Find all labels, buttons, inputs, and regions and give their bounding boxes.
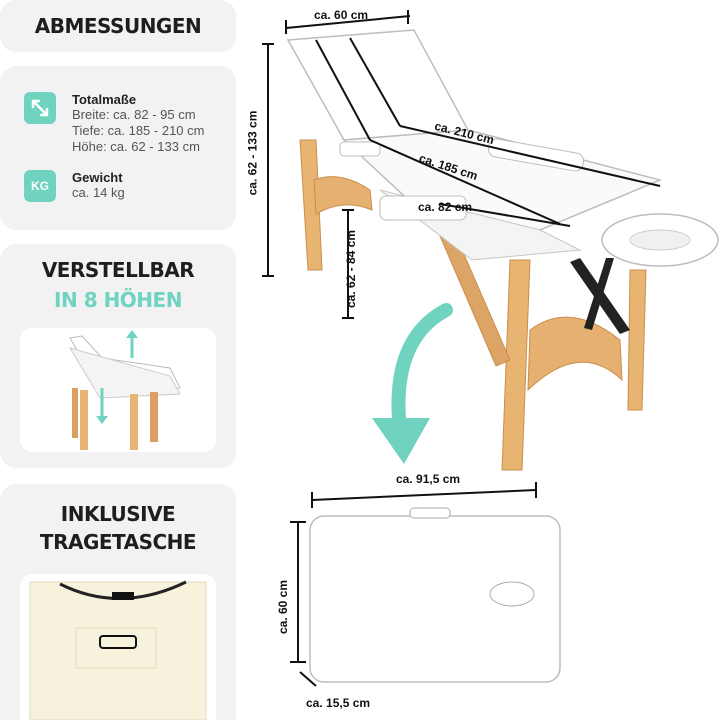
carry-bag-image <box>29 580 207 720</box>
adjustable-thumbnail <box>20 328 216 452</box>
total-title: Totalmaße <box>72 92 137 107</box>
weight-specs: Gewicht ca. 14 kg <box>72 170 125 201</box>
dim-width-arms: ca. 82 cm <box>418 200 473 214</box>
dim-folded-width: ca. 91,5 cm <box>396 472 461 486</box>
diagonal-arrow-icon <box>24 92 56 124</box>
weight-icon-label: KG <box>31 179 49 193</box>
adjustable-table-image <box>68 330 181 450</box>
weight-kg-icon: KG <box>24 170 56 202</box>
adjustable-panel: VERSTELLBAR IN 8 HÖHEN <box>0 244 236 468</box>
dimensions-title: ABMESSUNGEN <box>34 14 202 38</box>
massage-table-illustration <box>262 10 719 471</box>
dim-height-low: ca. 62 - 84 cm <box>344 229 359 309</box>
total-width: Breite: ca. 82 - 95 cm <box>72 107 196 122</box>
dimensions-title-panel: ABMESSUNGEN <box>0 0 236 52</box>
total-specs: Totalmaße Breite: ca. 82 - 95 cm Tiefe: … <box>72 92 204 155</box>
dim-height-total: ca. 62 - 133 cm <box>245 110 260 196</box>
folded-table-illustration <box>290 482 561 687</box>
dim-folded-depth: ca. 15,5 cm <box>306 696 371 710</box>
total-height: Höhe: ca. 62 - 133 cm <box>72 139 200 154</box>
curved-down-arrow-icon <box>372 303 453 464</box>
dim-top-width: ca. 60 cm <box>314 8 369 22</box>
bag-panel: INKLUSIVE TRAGETASCHE <box>0 484 236 720</box>
bag-subtitle: TRAGETASCHE <box>39 530 197 554</box>
bag-thumbnail <box>20 574 216 720</box>
weight-value: ca. 14 kg <box>72 185 125 200</box>
weight-title: Gewicht <box>72 170 123 185</box>
adjustable-subtitle: IN 8 HÖHEN <box>54 288 182 312</box>
dim-folded-height: ca. 60 cm <box>276 579 291 635</box>
total-depth: Tiefe: ca. 185 - 210 cm <box>72 123 205 138</box>
specs-panel: Totalmaße Breite: ca. 82 - 95 cm Tiefe: … <box>0 66 236 230</box>
bag-title: INKLUSIVE <box>60 502 176 526</box>
adjustable-title: VERSTELLBAR <box>41 258 195 282</box>
